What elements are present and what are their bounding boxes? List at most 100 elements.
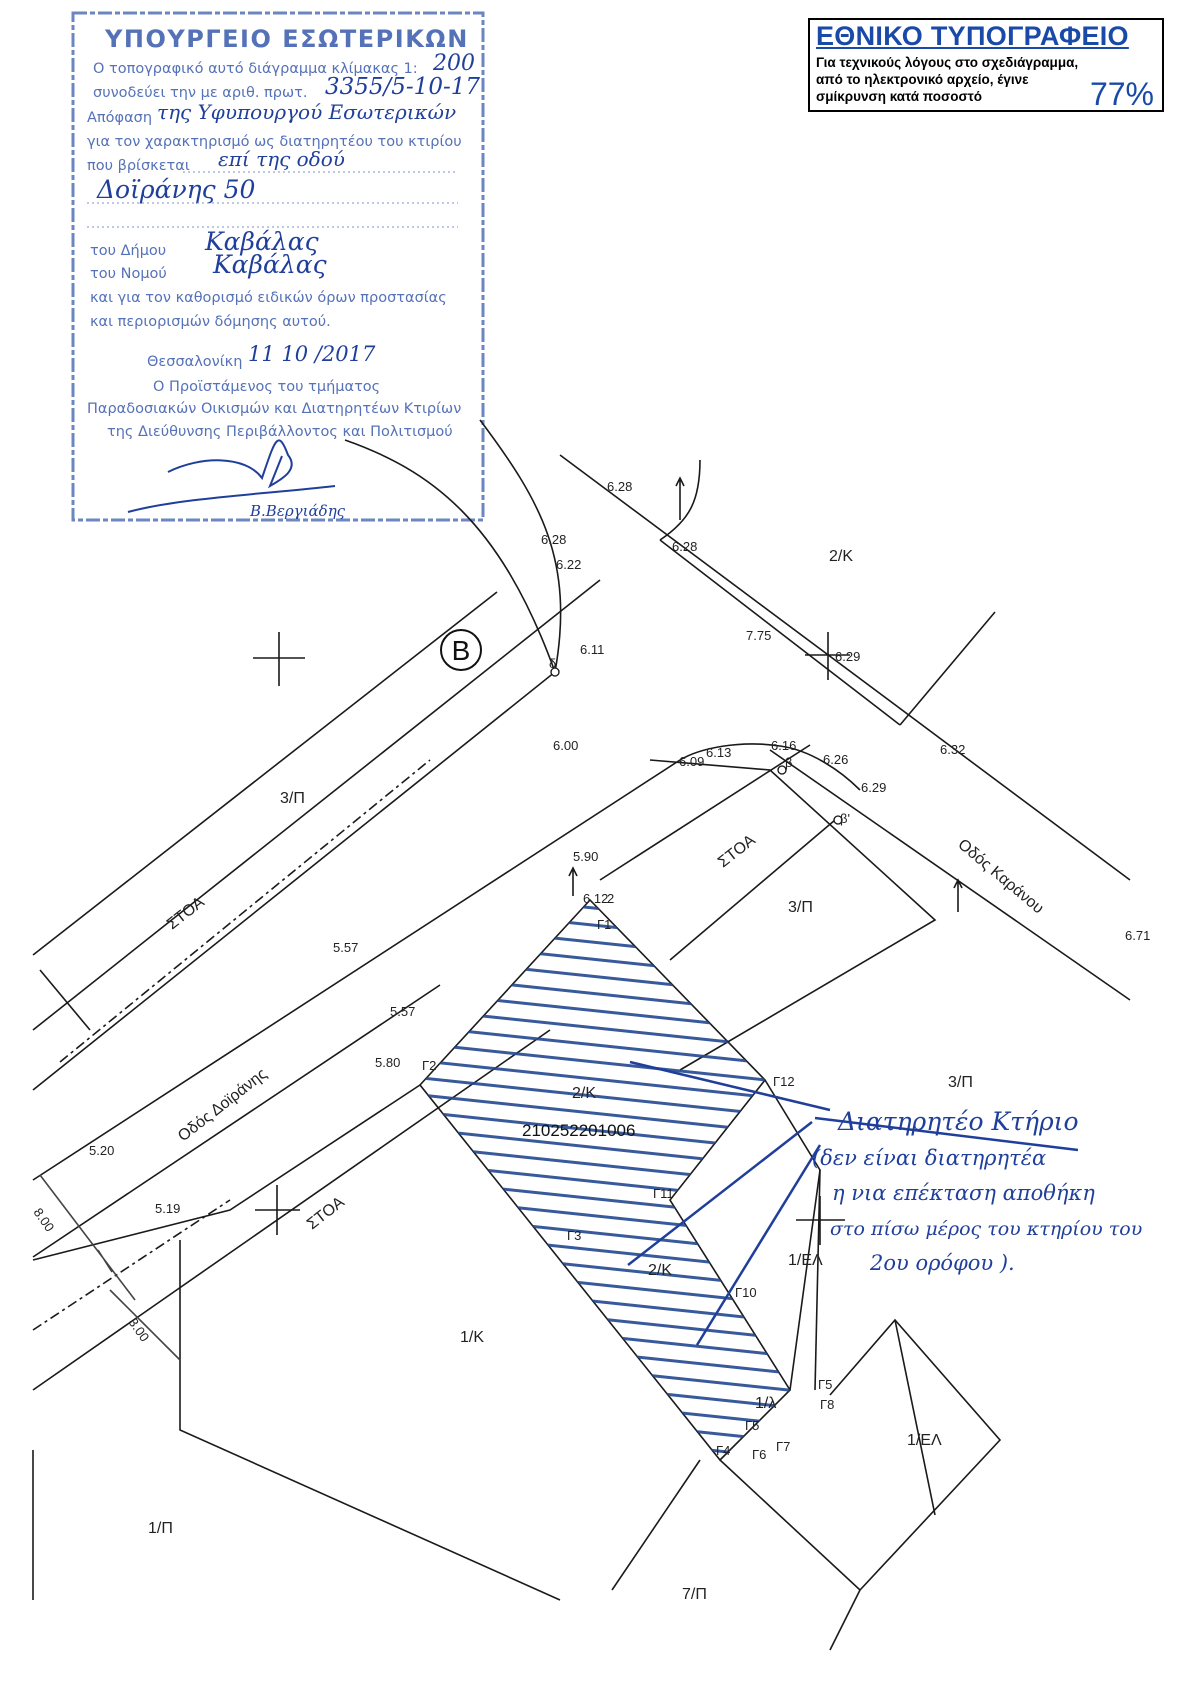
line <box>659 539 901 726</box>
elevation: 6.11 <box>580 642 604 657</box>
line <box>39 969 91 1031</box>
stamp-date-label: Θεσσαλονίκη <box>147 354 242 370</box>
vertex-label: Γ4 <box>716 1443 730 1458</box>
stamp-line9: και για τον καθορισμό ειδικών όρων προστ… <box>90 290 447 306</box>
zone-label: 1/Κ <box>460 1329 484 1346</box>
hatched-parcel <box>420 900 790 1460</box>
vertex-label: Γ10 <box>735 1285 757 1300</box>
notice-title: ΕΘΝΙΚΟ ΤΥΠΟΓΡΑΦΕΙΟ <box>816 21 1129 51</box>
line <box>32 743 861 1181</box>
stamp-sig-line2: Παραδοσιακών Οικισμών και Διατηρητέων Κτ… <box>87 401 461 417</box>
dimension-label: 8.00 <box>31 1205 58 1234</box>
national-printing-office-notice: ΕΘΝΙΚΟ ΤΥΠΟΓΡΑΦΕΙΟ Για τεχνικούς λόγους … <box>808 18 1164 112</box>
notice-percent: 77% <box>1089 76 1154 112</box>
stamp-line3: Απόφαση <box>87 110 152 126</box>
line <box>829 1589 861 1651</box>
north-arrow <box>953 878 963 912</box>
street-name: Οδός Καράνου <box>954 836 1046 917</box>
vertex-circle <box>550 667 560 677</box>
vertex-circle <box>833 815 843 825</box>
dimension-line <box>109 1289 181 1361</box>
zone-label: 1/ΕΛ <box>788 1252 823 1269</box>
line <box>894 1319 936 1516</box>
elevation: 5.57 <box>390 1004 415 1019</box>
annotation-line: στο πίσω μέρος του κτηρίου του <box>830 1218 1142 1240</box>
elevation: 6.28 <box>541 532 566 547</box>
line <box>899 611 996 726</box>
zone-label: 2/Κ <box>572 1085 596 1102</box>
stamp-sig-line3: της Διεύθυνσης Περιβάλλοντος και Πολιτισ… <box>107 424 453 440</box>
vertex-label: Γ6 <box>752 1447 766 1462</box>
north-arrow <box>568 866 578 896</box>
stamp-protocol: 3355/5-10-17 <box>325 74 480 100</box>
vertex-label: Γ2 <box>422 1058 436 1073</box>
elevation: 6.71 <box>1125 928 1150 943</box>
zone-label: 1/λ <box>755 1395 776 1412</box>
grid-cross <box>796 1196 845 1245</box>
block-marker: B <box>440 629 482 671</box>
elevation: 6.22 <box>556 557 581 572</box>
stamp-line7: του Δήμου <box>90 243 166 259</box>
line <box>179 1240 561 1601</box>
annotation-leader <box>627 1060 1079 1346</box>
block-marker-letter: B <box>452 635 471 666</box>
elevation: 6.28 <box>607 479 632 494</box>
stamp-sig-line1: Ο Προϊστάμενος του τμήματος <box>153 379 380 395</box>
line <box>32 1084 421 1261</box>
line <box>32 591 498 956</box>
stamp-signature-name: Β.Βεργιάδης <box>249 502 346 520</box>
grid-cross <box>805 632 850 680</box>
vertex-label: Γ8 <box>820 1397 834 1412</box>
elevation-labels: 6.28 6.28 6.28 6.22 6.11 7.75 6.29 6.00 … <box>89 479 1150 1216</box>
line <box>59 759 431 1063</box>
elevation: 6.00 <box>553 738 578 753</box>
block-marker-circle <box>440 629 482 671</box>
vertex-label: β' <box>840 811 850 826</box>
elevation: 6.09 <box>679 754 704 769</box>
annotation-line: 2ου ορόφου ). <box>869 1251 1015 1275</box>
zone-label: 7/Π <box>682 1586 707 1603</box>
stamp-prefecture: Καβάλας <box>212 250 327 279</box>
grid-cross <box>253 632 305 686</box>
street-name: Οδός Δοϊράνης <box>175 1065 271 1145</box>
annotation-line: (δεν είναι διατηρητέα <box>812 1146 1046 1170</box>
vertex-label: Γ7 <box>776 1439 790 1454</box>
stamp-line2: συνοδεύει την με αριθ. πρωτ. <box>93 85 307 101</box>
vertex-label: 2 <box>607 891 614 906</box>
dimension-line <box>39 1174 136 1301</box>
zone-label: 2/Κ <box>648 1262 672 1279</box>
annotation-line: η νια επέκταση αποθήκη <box>832 1181 1095 1205</box>
handwritten-annotation: Διατηρητέο Κτήριο (δεν είναι διατηρητέα … <box>627 1060 1142 1346</box>
vertex-label: Γ12 <box>773 1074 795 1089</box>
stamp-line10: και περιορισμών δόμησης αυτού. <box>90 314 331 330</box>
north-arrow <box>675 476 685 520</box>
vertex-label: Γ3 <box>567 1228 581 1243</box>
annotation-title: Διατηρητέο Κτήριο <box>837 1107 1079 1136</box>
elevation: 6.13 <box>706 745 731 760</box>
line <box>669 819 836 961</box>
signature-scrawl <box>127 439 336 513</box>
stamp-line1: Ο τοπογραφικό αυτό διάγραμμα κλίμακας 1: <box>93 61 418 77</box>
stamp-decision: της Υφυπουργού Εσωτερικών <box>157 100 456 124</box>
elevation: 6.32 <box>940 742 965 757</box>
stamp-address: Δοϊράνης 50 <box>96 175 256 204</box>
vertex-label: Γ11 <box>653 1186 674 1201</box>
zone-labels: 2/Κ 3/Π 3/Π 3/Π 2/Κ 2/Κ 1/ΕΛ 1/ΕΛ 1/Κ 1/… <box>148 548 973 1603</box>
elevation: 5.90 <box>573 849 598 864</box>
line <box>559 454 1131 881</box>
line <box>659 459 701 541</box>
line <box>769 749 1131 1001</box>
elevation: 6.28 <box>672 539 697 554</box>
dimension-label: 3.00 <box>126 1315 153 1344</box>
zone-label: 3/Π <box>948 1074 973 1091</box>
elevation: 5.80 <box>375 1055 400 1070</box>
stamp-line4: για τον χαρακτηρισμό ως διατηρητέου του … <box>87 134 462 150</box>
zone-label: 3/Π <box>788 899 813 916</box>
line <box>32 419 562 1091</box>
elevation: 5.57 <box>333 940 358 955</box>
stamp-line5: που βρίσκεται <box>87 158 190 174</box>
vertex-labels: Γ1 Γ2 Γ3 Γ4 Γ5 Γ5 Γ6 Γ7 Γ8 Γ10 Γ11 Γ12 β… <box>422 656 850 1462</box>
stamp-header: ΥΠΟΥΡΓΕΙΟ ΕΣΩΤΕΡΙΚΩΝ <box>104 25 469 53</box>
stamp-border <box>71 11 485 522</box>
